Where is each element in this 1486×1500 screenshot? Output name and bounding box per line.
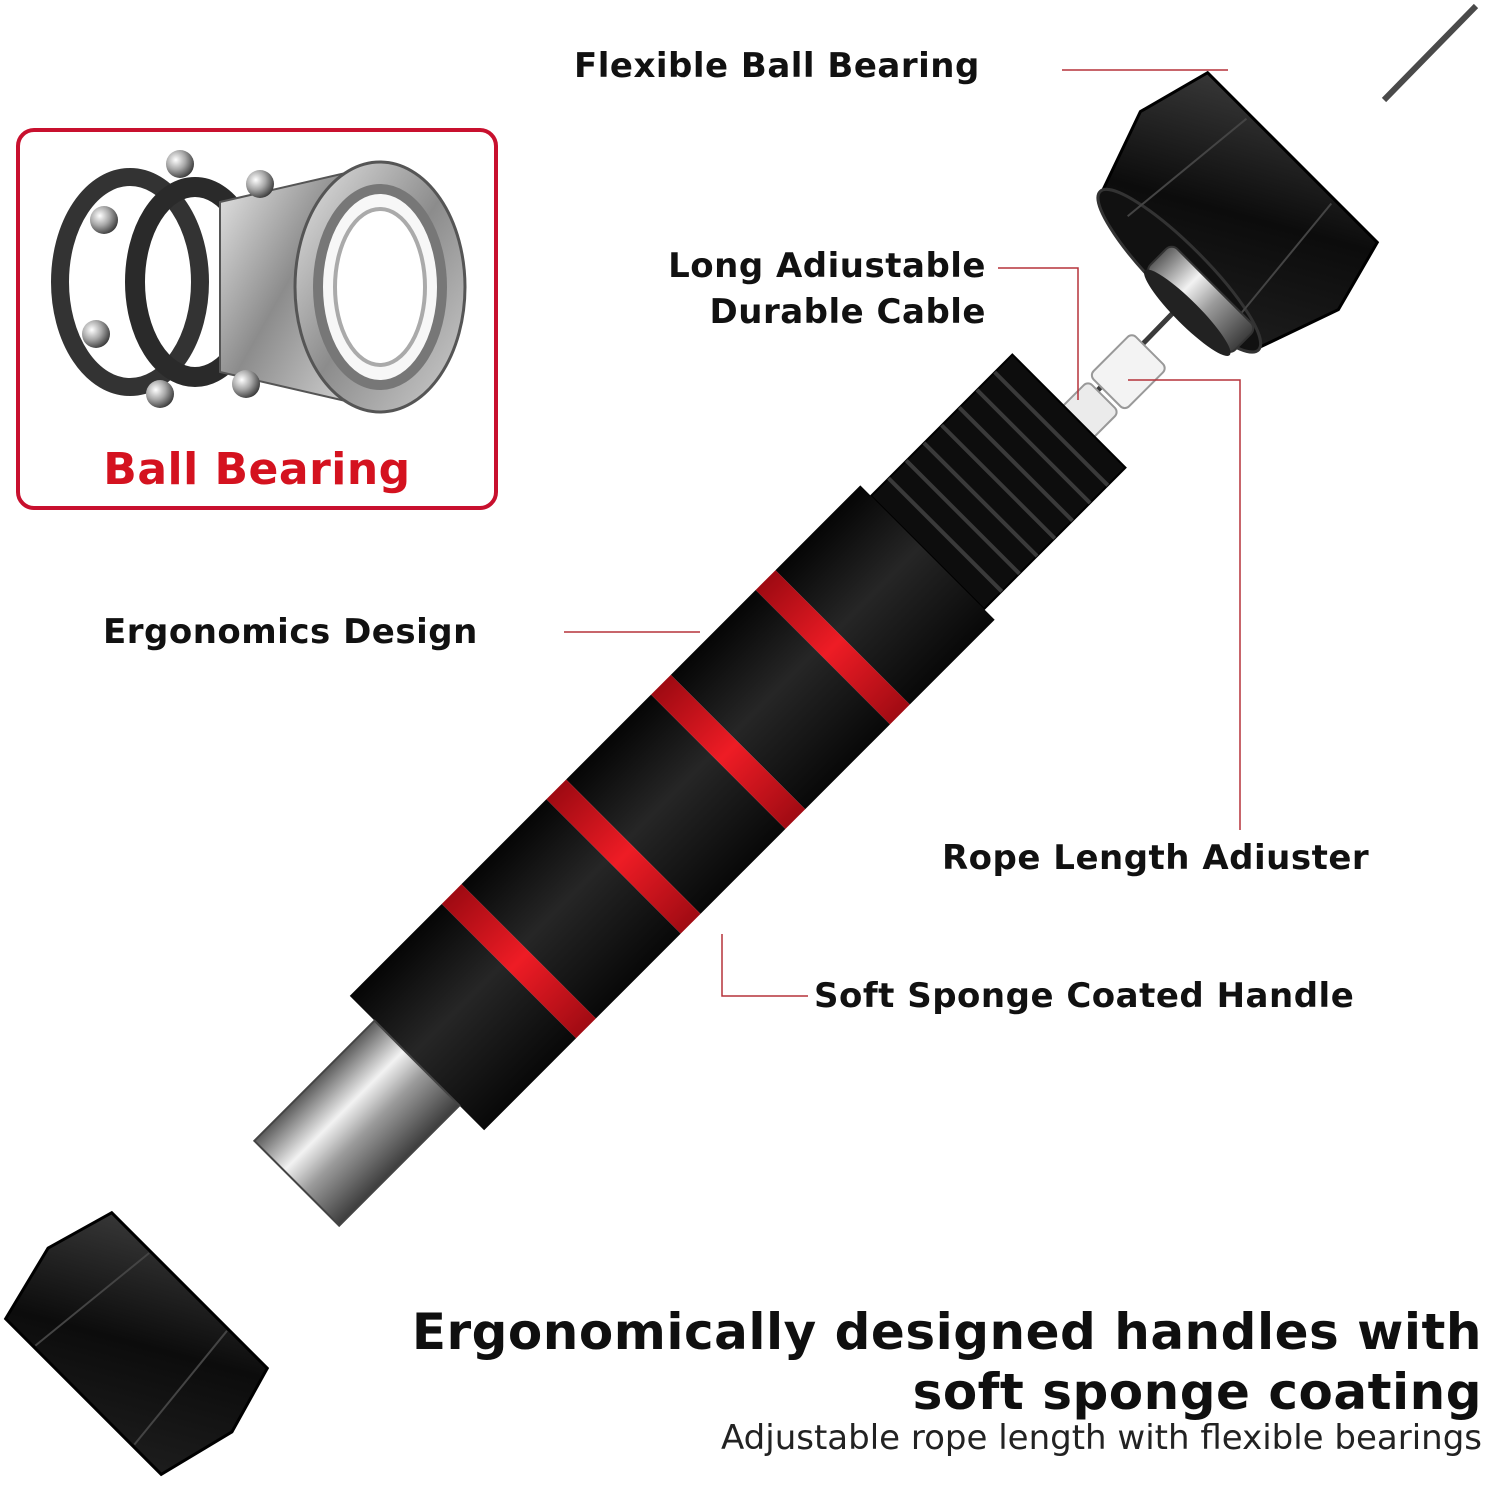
callout-long-cable-line1: Long Adiustable [668, 246, 986, 286]
callout-lines [564, 69, 1241, 997]
callout-rope-length-adjuster: Rope Length Adiuster [942, 838, 1370, 878]
callout-long-cable-line2: Durable Cable [709, 292, 986, 332]
ball-bearing-exploded-icon [51, 150, 467, 414]
small-bearing [1144, 245, 1255, 356]
callout-ergonomics-design: Ergonomics Design [103, 612, 478, 652]
cable-top [1381, 3, 1479, 103]
headline: Ergonomically designed handles with soft… [412, 1302, 1482, 1422]
headline-line1: Ergonomically designed handles with [411, 1303, 1482, 1361]
subline: Adjustable rope length with flexible bea… [721, 1418, 1482, 1458]
inset-title: Ball Bearing [103, 444, 411, 495]
handle-body [252, 353, 1127, 1228]
bottom-end-cap [3, 1210, 270, 1477]
callout-soft-sponge-handle: Soft Sponge Coated Handle [814, 976, 1355, 1016]
headline-line2: soft sponge coating [912, 1363, 1482, 1421]
ball-bearing-inset: Ball Bearing [16, 128, 498, 510]
callout-flexible-ball-bearing: Flexible Ball Bearing [574, 46, 980, 86]
